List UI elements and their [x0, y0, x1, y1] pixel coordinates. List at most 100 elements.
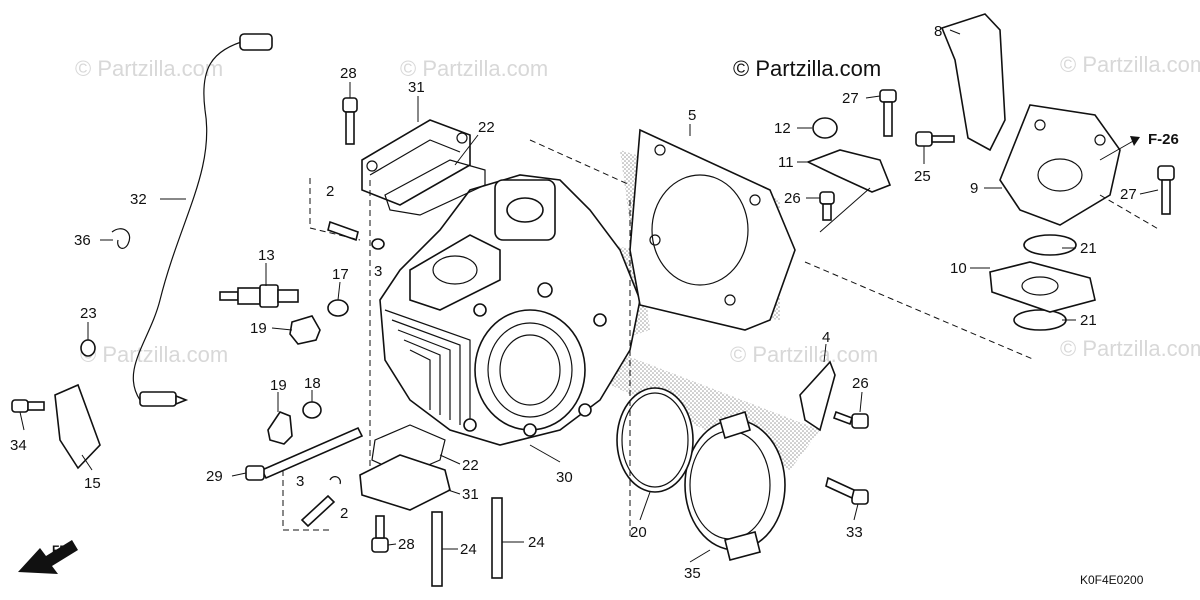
- sensor-bracket: [54, 383, 101, 470]
- callout-label: 21: [1080, 312, 1097, 329]
- clip: [329, 476, 341, 485]
- clip: [111, 228, 131, 249]
- callout-label: 2: [340, 505, 348, 522]
- bolt: [342, 97, 358, 145]
- stud-bolt: [491, 497, 503, 579]
- callout-label: 28: [340, 65, 357, 82]
- callout-label: 35: [684, 565, 701, 582]
- callout-label: 22: [462, 457, 479, 474]
- gasket-top: [384, 159, 486, 216]
- guide-line: [1099, 194, 1161, 231]
- tappet-screw: [327, 220, 359, 242]
- callout-label: 27: [842, 90, 859, 107]
- callout-label: 25: [914, 168, 931, 185]
- callout-label: 36: [74, 232, 91, 249]
- callout-label: 9: [970, 180, 978, 197]
- watermark: © Partzilla.com: [80, 342, 228, 367]
- callout-label: 26: [852, 375, 869, 392]
- o-ring: [1023, 234, 1077, 256]
- gasket-lower: [371, 424, 446, 476]
- stud-bolt: [431, 511, 443, 587]
- cylinder-head: [379, 174, 641, 446]
- callout-label: 2: [326, 183, 334, 200]
- cooling-fins: [384, 309, 471, 430]
- watermark: © Partzilla.com: [730, 342, 878, 367]
- guide-line: [804, 261, 1036, 361]
- reference-arrow-head: [1130, 136, 1140, 146]
- callout-label: 10: [950, 260, 967, 277]
- o-ring: [1013, 309, 1067, 331]
- bracket-line: [309, 178, 361, 241]
- intake-manifold: [999, 104, 1121, 226]
- callout-label: 17: [332, 266, 349, 283]
- front-arrow: FR.: [18, 540, 78, 574]
- washer: [327, 299, 349, 317]
- callout-label: 23: [80, 305, 97, 322]
- bolt: [371, 515, 389, 553]
- bracket: [805, 149, 892, 193]
- head-cover-lower: [359, 454, 451, 511]
- cylinder-head-gasket: [629, 128, 796, 331]
- callout-label: 22: [478, 119, 495, 136]
- callouts: 28 31 22 32 2 3 36 13 17 19 23 19 18 34 …: [10, 23, 1137, 582]
- svg-text:FR.: FR.: [52, 543, 71, 557]
- bracket-line: [529, 139, 631, 186]
- callout-label: 31: [408, 79, 425, 96]
- side-cover: [684, 410, 786, 561]
- diagram-code: K0F4E0200: [1080, 573, 1144, 587]
- watermark: © Partzilla.com: [400, 56, 548, 81]
- long-bolt: [245, 426, 364, 481]
- spark-plug: [219, 284, 299, 308]
- bolt: [879, 89, 897, 137]
- o2-sensor: [132, 33, 273, 407]
- watermark: © Partzilla.com: [1060, 336, 1200, 361]
- cap-nut: [289, 315, 321, 345]
- callout-label: 18: [304, 375, 321, 392]
- grommet: [80, 339, 96, 357]
- grommet: [812, 117, 838, 139]
- callout-label: 21: [1080, 240, 1097, 257]
- watermark: © Partzilla.com: [75, 56, 223, 81]
- callout-label: 19: [270, 377, 287, 394]
- callout-label: 13: [258, 247, 275, 264]
- clip: [371, 238, 385, 250]
- head-cover-top: [361, 119, 471, 206]
- callout-label: 28: [398, 536, 415, 553]
- bracket-line: [282, 470, 332, 531]
- insulator: [989, 261, 1096, 313]
- callout-label: 33: [846, 524, 863, 541]
- callout-label: 8: [934, 23, 942, 40]
- guide-line: [819, 187, 871, 233]
- callout-label: 3: [374, 263, 382, 280]
- callout-label: 15: [84, 475, 101, 492]
- callout-label: 26: [784, 190, 801, 207]
- callout-label: 30: [556, 469, 573, 486]
- bolt: [825, 476, 869, 505]
- tappet-screw: [300, 494, 336, 528]
- bolt: [819, 191, 835, 221]
- reference-arrow: [1099, 139, 1136, 161]
- callout-label: 19: [250, 320, 267, 337]
- bolt: [1157, 165, 1175, 215]
- washer: [302, 401, 322, 419]
- leader-lines: [19, 29, 1159, 563]
- cap-nut: [267, 411, 293, 445]
- callout-label: 27: [1120, 186, 1137, 203]
- o-ring: [616, 387, 694, 493]
- bolt: [915, 131, 955, 147]
- callout-label: 24: [460, 541, 477, 558]
- bolt: [11, 399, 45, 413]
- callout-label: 20: [630, 524, 647, 541]
- callout-label: 31: [462, 486, 479, 503]
- callout-label: 12: [774, 120, 791, 137]
- bolt: [832, 410, 869, 429]
- callout-label: 32: [130, 191, 147, 208]
- heat-shield: [940, 13, 1006, 152]
- callout-label: 34: [10, 437, 27, 454]
- bracket: [799, 360, 836, 432]
- callout-label: 5: [688, 107, 696, 124]
- callout-label: 4: [822, 329, 830, 346]
- callout-label: 29: [206, 468, 223, 485]
- watermark: © Partzilla.com: [1060, 52, 1200, 77]
